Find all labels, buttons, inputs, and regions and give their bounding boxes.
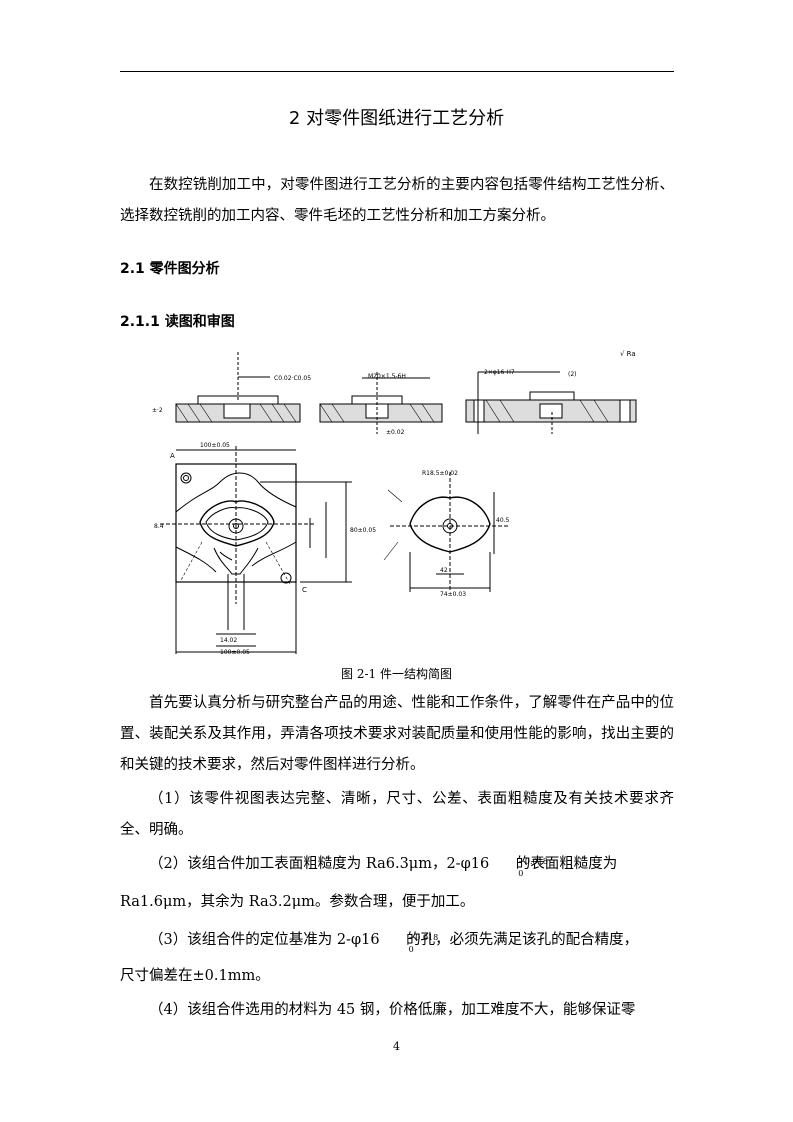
paragraph-3-part-b: 的表面粗糙度为 <box>511 856 618 872</box>
svg-text:±·2: ±·2 <box>152 407 163 414</box>
svg-text:42: 42 <box>440 567 448 574</box>
svg-text:C0.02·C0.05: C0.02·C0.05 <box>274 375 311 382</box>
section-heading-2-1: 2.1 零件图分析 <box>120 261 220 277</box>
svg-text:2×φ16 H7: 2×φ16 H7 <box>484 369 515 376</box>
part-drawing-figure: C0.02·C0.05 ±·2 M20×1.5-6H ±0.02 2×φ16 H… <box>152 350 637 656</box>
section-view-3: 2×φ16 H7 (2) √ Ra <box>465 350 637 434</box>
paragraph-4-part-b: 的孔，必须先满足该孔的配合精度， <box>401 932 639 948</box>
tolerance-lower-2: 0 <box>408 945 414 954</box>
svg-text:100±0.05: 100±0.05 <box>220 649 250 656</box>
intro-paragraph: 在数控铣削加工中，对零件图进行工艺分析的主要内容包括零件结构工艺性分析、选择数控… <box>120 177 674 224</box>
svg-text:A: A <box>170 452 175 460</box>
paragraph-4-cont: 尺寸偏差在±0.1mm。 <box>120 968 270 984</box>
plan-view-cam: R18.5±0.02 42 74±0.03 40.5 <box>383 470 510 598</box>
svg-text:80±0.05: 80±0.05 <box>350 527 376 534</box>
svg-text:8.4: 8.4 <box>154 523 164 530</box>
svg-text:(2): (2) <box>568 371 577 378</box>
chapter-title: 2 对零件图纸进行工艺分析 <box>288 108 505 129</box>
svg-text:14.02: 14.02 <box>220 637 237 644</box>
svg-text:R18.5±0.02: R18.5±0.02 <box>422 470 458 477</box>
paragraph-3-cont: Ra1.6μm，其余为 Ra3.2μm。参数合理，便于加工。 <box>120 894 475 910</box>
paragraph-4: （3）该组合件的定位基准为 2-φ16 +0.018 0 的孔，必须先满足该孔的配合… <box>120 925 674 956</box>
section-view-2: M20×1.5-6H ±0.02 <box>319 372 443 436</box>
svg-text:√ Ra: √ Ra <box>620 350 636 358</box>
svg-text:74±0.03: 74±0.03 <box>440 591 466 598</box>
paragraph-4-part-a: （3）该组合件的定位基准为 2-φ16 <box>149 932 380 948</box>
section-heading-2-1-1: 2.1.1 读图和审图 <box>120 314 235 330</box>
svg-text:C: C <box>302 586 307 594</box>
header-rule <box>120 71 674 72</box>
tolerance-upper: +0.018 <box>518 857 548 866</box>
svg-text:100±0.05: 100±0.05 <box>200 442 230 449</box>
paragraph-2: （1）该零件视图表达完整、清晰，尺寸、公差、表面粗糙度及有关技术要求齐全、明确。 <box>120 791 674 838</box>
svg-text:±0.02: ±0.02 <box>386 429 405 436</box>
figure-caption: 图 2-1 件一结构简图 <box>341 667 452 681</box>
paragraph-5: （4）该组合件选用的材料为 45 钢，价格低廉，加工难度不大，能够保证零 <box>149 1002 636 1018</box>
svg-text:M20×1.5-6H: M20×1.5-6H <box>368 373 406 380</box>
tolerance-upper-2: +0.018 <box>408 933 439 942</box>
paragraph-3-part-a: （2）该组合件加工表面粗糙度为 Ra6.3μm，2-φ16 <box>149 856 490 872</box>
plan-view-main: 100±0.05 14.02 100±0.05 80±0.05 8.4 A C <box>154 442 376 656</box>
paragraph-1: 首先要认真分析与研究整台产品的用途、性能和工作条件，了解零件在产品中的位置、装配… <box>120 695 674 773</box>
svg-text:40.5: 40.5 <box>496 517 510 524</box>
paragraph-3: （2）该组合件加工表面粗糙度为 Ra6.3μm，2-φ16 +0.018 0 的表面… <box>120 849 674 880</box>
page-number: 4 <box>393 1040 400 1053</box>
tolerance-lower: 0 <box>518 869 524 878</box>
section-view-1: C0.02·C0.05 ±·2 <box>152 352 311 423</box>
